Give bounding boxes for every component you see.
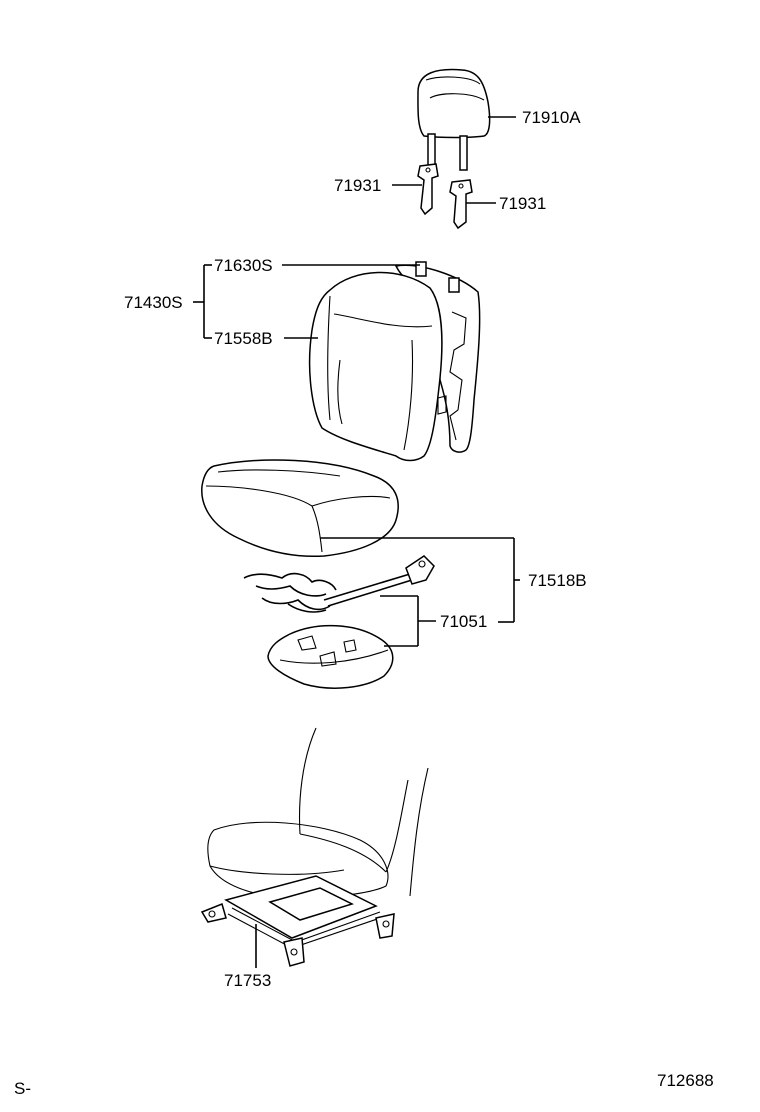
label-seat-adjuster: 71753 (224, 971, 271, 990)
label-seat-back-group: 71430S (124, 293, 183, 312)
cushion-pan[interactable] (267, 624, 394, 689)
label-headrest: 71910A (522, 108, 581, 127)
footer-left-code: S- (14, 1079, 31, 1098)
label-cushion-parts: 71051 (440, 612, 487, 631)
label-headrest-support-right: 71931 (499, 194, 546, 213)
label-cushion-group: 71518B (528, 571, 587, 590)
leader-lines (193, 116, 520, 968)
seat-assembly-outline (207, 727, 429, 899)
seat-cushion[interactable] (201, 459, 399, 558)
label-seat-back-cover: 71558B (214, 329, 273, 348)
label-seat-back-frame: 71630S (214, 256, 273, 275)
headrest-support-right[interactable] (449, 179, 473, 230)
seat-adjuster[interactable] (200, 875, 395, 967)
headrest[interactable] (417, 68, 491, 171)
seat-back-cover[interactable] (308, 271, 443, 462)
label-headrest-support-left: 71931 (334, 176, 381, 195)
footer-diagram-number: 712688 (657, 1071, 714, 1090)
cushion-spring-set[interactable] (243, 555, 435, 613)
headrest-support-left[interactable] (417, 163, 439, 216)
